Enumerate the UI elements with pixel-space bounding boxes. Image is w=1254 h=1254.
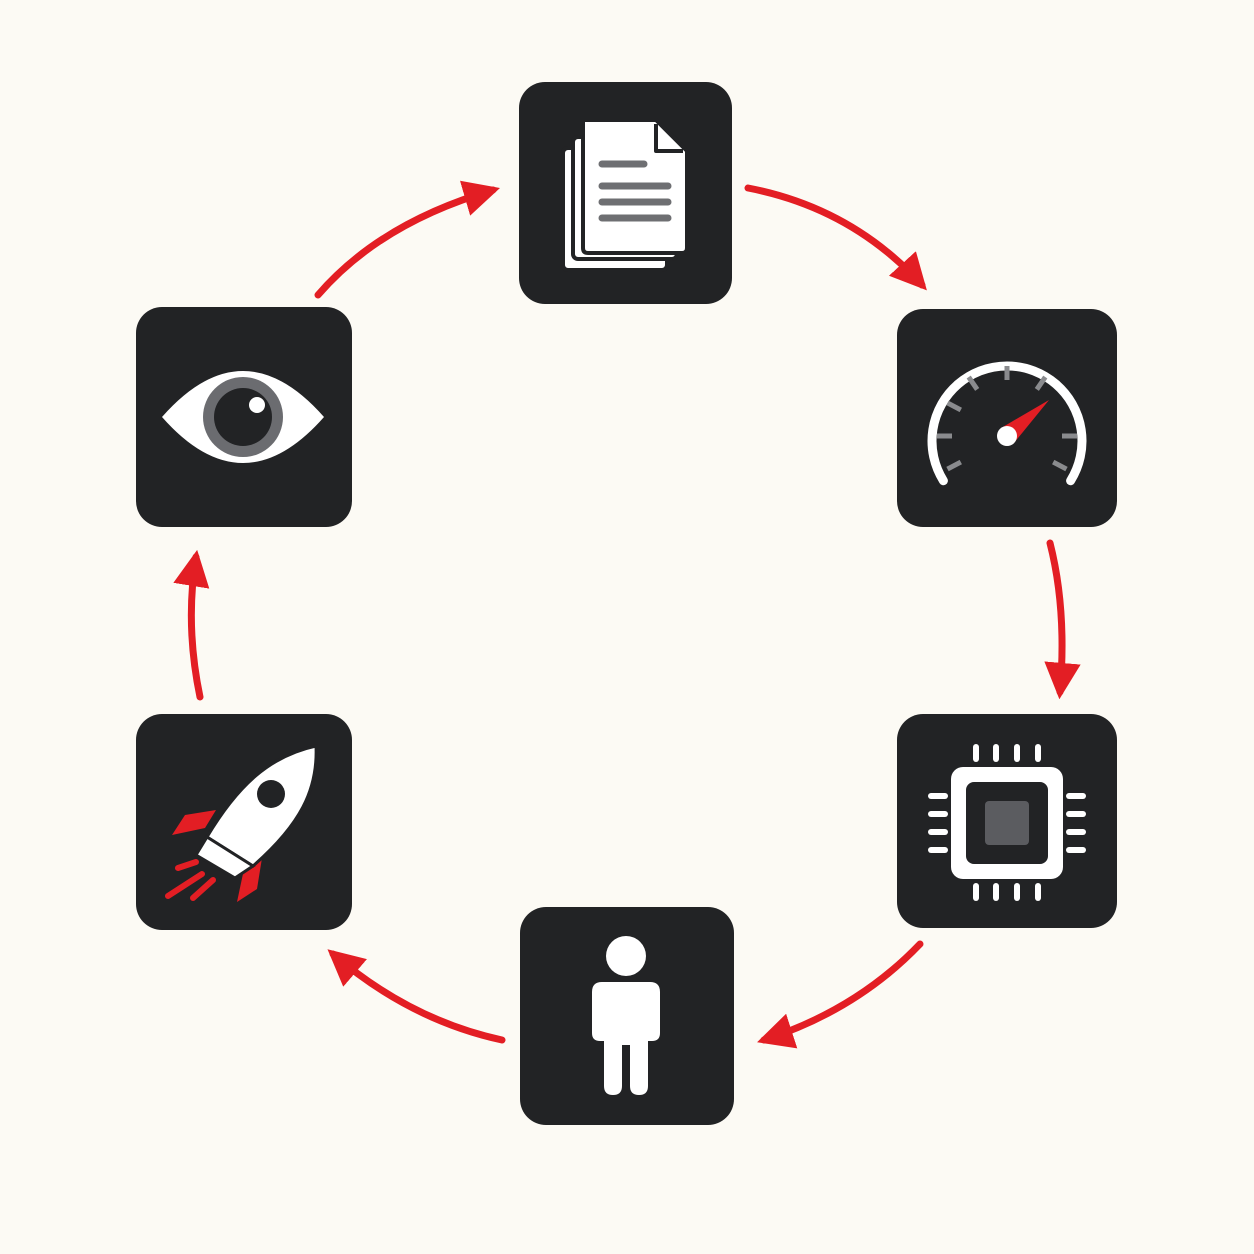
arrow-eye-to-documents xyxy=(314,180,500,299)
person-icon xyxy=(592,936,660,1095)
node-documents xyxy=(519,82,732,304)
node-person xyxy=(520,907,734,1125)
arrow-documents-to-speedometer xyxy=(744,184,927,291)
arrow-rocket-to-eye xyxy=(173,549,210,701)
cycle-arrows xyxy=(173,180,1081,1049)
documents-icon xyxy=(561,118,689,272)
tile-speedometer xyxy=(897,309,1117,527)
rocket-icon xyxy=(165,744,318,902)
speedometer-icon xyxy=(927,361,1087,486)
arrow-chip-to-person xyxy=(757,940,924,1049)
node-eye xyxy=(136,307,352,527)
arrow-speedometer-to-chip xyxy=(1044,539,1081,700)
chip-icon xyxy=(928,744,1086,901)
arrow-person-to-rocket xyxy=(327,949,506,1044)
node-chip xyxy=(897,714,1117,928)
node-rocket xyxy=(136,714,352,930)
node-speedometer xyxy=(897,309,1117,527)
eye-icon xyxy=(162,371,324,463)
